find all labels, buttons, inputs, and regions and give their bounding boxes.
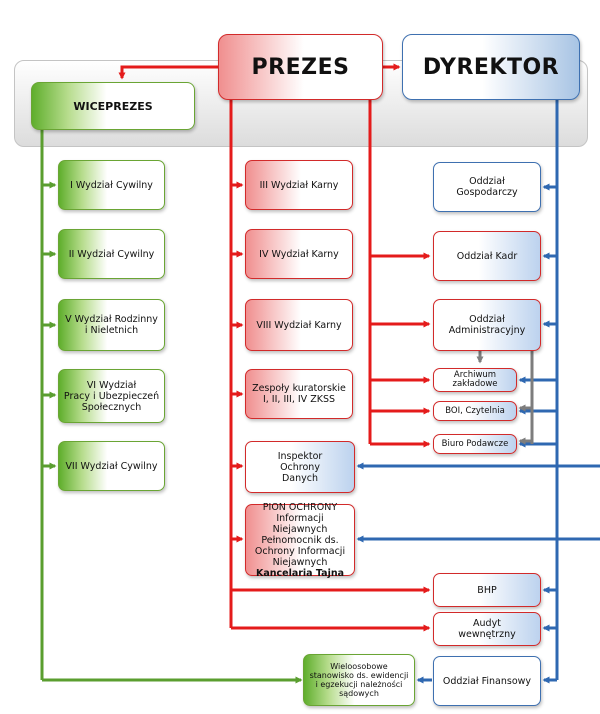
node-label: VI Wydział Pracy i Ubezpieczeń Społeczny… [63, 379, 160, 413]
node-label: Wieloosobowe stanowisko ds. ewidencji i … [309, 662, 409, 698]
oddzial-kadr: Oddział Kadr [433, 231, 541, 281]
node-label: Oddział Finansowy [442, 675, 532, 687]
node-label: Oddział Administracyjny [448, 314, 526, 336]
node-label: BHP [477, 584, 497, 596]
pion-line-2: Pełnomocnik ds. Ochrony Informacji Nieja… [254, 534, 346, 568]
node-label: III Wydział Karny [259, 179, 339, 191]
wieloosobowe-stanowisko: Wieloosobowe stanowisko ds. ewidencji i … [303, 654, 415, 706]
wydzial-6-pracy: VI Wydział Pracy i Ubezpieczeń Społeczny… [58, 369, 165, 423]
node-label: I Wydział Cywilny [70, 179, 153, 191]
node-label: II Wydział Cywilny [68, 248, 155, 260]
node-label: IV Wydział Karny [259, 248, 339, 260]
node-label: Biuro Podawcze [441, 438, 509, 449]
dyrektor-box: DYREKTOR [402, 34, 580, 100]
pion-line-1: PION OCHRONY Informacji Niejawnych [262, 501, 338, 535]
inspektor-ochrony-danych: Inspektor Ochrony Danych [245, 441, 355, 493]
node-label: V Wydział Rodzinny i Nieletnich [65, 314, 158, 336]
wiceprezes-label: WICEPREZES [73, 99, 153, 113]
boi-czytelnia: BOI, Czytelnia [433, 401, 517, 421]
node-label: Oddział Gospodarczy [456, 176, 518, 198]
pion-line-3: Kancelaria Tajna [255, 567, 345, 579]
archiwum-zakladowe: Archiwum zakładowe [433, 368, 517, 392]
wydzial-3-karny: III Wydział Karny [245, 160, 353, 210]
node-label: Zespoły kuratorskie I, II, III, IV ZKSS [252, 383, 346, 405]
node-label: VII Wydział Cywilny [65, 460, 158, 472]
wiceprezes-box: WICEPREZES [31, 82, 195, 130]
wydzial-5-rodzinny: V Wydział Rodzinny i Nieletnich [58, 299, 165, 351]
node-label: Archiwum zakładowe [452, 370, 498, 389]
wydzial-1-cywilny: I Wydział Cywilny [58, 160, 165, 210]
wydzial-7-cywilny: VII Wydział Cywilny [58, 441, 165, 491]
prezes-label: PREZES [251, 54, 350, 80]
node-label: BOI, Czytelnia [445, 405, 505, 416]
zespoly-kuratorskie: Zespoły kuratorskie I, II, III, IV ZKSS [245, 369, 353, 419]
node-label: Oddział Kadr [456, 250, 518, 262]
wydzial-4-karny: IV Wydział Karny [245, 229, 353, 279]
oddzial-finansowy: Oddział Finansowy [433, 656, 541, 706]
wydzial-8-karny: VIII Wydział Karny [245, 299, 353, 351]
prezes-box: PREZES [218, 34, 383, 100]
node-label: Inspektor Ochrony Danych [277, 450, 323, 484]
dyrektor-label: DYREKTOR [422, 54, 560, 80]
node-label: Audyt wewnętrzny [458, 618, 516, 640]
oddzial-administracyjny: Oddział Administracyjny [433, 299, 541, 351]
wydzial-2-cywilny: II Wydział Cywilny [58, 229, 165, 279]
audyt-wewnetrzny: Audyt wewnętrzny [433, 612, 541, 646]
bhp: BHP [433, 573, 541, 607]
pion-ochrony: PION OCHRONY Informacji Niejawnych Pełno… [245, 501, 355, 579]
oddzial-gospodarczy: Oddział Gospodarczy [433, 162, 541, 212]
biuro-podawcze: Biuro Podawcze [433, 434, 517, 454]
node-label: VIII Wydział Karny [256, 319, 342, 331]
